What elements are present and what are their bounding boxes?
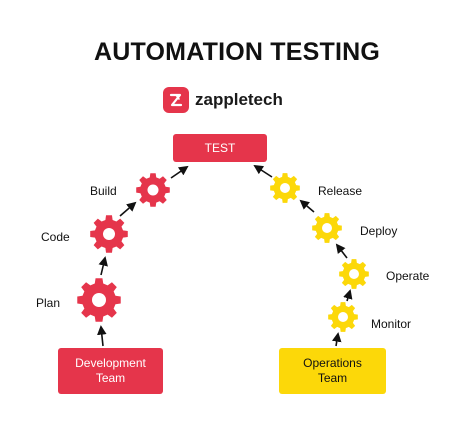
development-team-label: Development Team <box>75 356 146 385</box>
stage-label-deploy: Deploy <box>360 224 398 238</box>
release-gear-icon <box>270 173 300 203</box>
brand: zappletech <box>163 87 283 113</box>
arrow-build-to-test <box>170 165 189 179</box>
test-box: TEST <box>173 134 267 162</box>
arrow-operate-to-deploy <box>335 243 348 259</box>
stage-label-operate: Operate <box>386 269 430 283</box>
arrow-dev-to-plan <box>97 325 107 347</box>
development-team-box: Development Team <box>58 348 163 394</box>
stage-label-plan: Plan <box>36 296 61 310</box>
deploy-gear-icon <box>312 213 342 243</box>
build-gear-icon <box>136 173 170 207</box>
stage-label-code: Code <box>41 230 70 244</box>
arrow-ops-to-monitor <box>332 332 342 347</box>
arrow-code-to-build <box>119 201 137 217</box>
brand-name: zappletech <box>195 90 283 109</box>
diagram-title: AUTOMATION TESTING <box>94 38 380 66</box>
arrow-plan-to-code <box>98 256 108 276</box>
arrow-deploy-to-release <box>299 199 315 213</box>
stage-label-release: Release <box>318 184 363 198</box>
arrow-release-to-test <box>253 164 273 178</box>
operations-team-label: Operations Team <box>303 356 362 385</box>
plan-gear-icon <box>77 278 121 322</box>
zappletech-logo-icon <box>163 87 189 113</box>
operate-gear-icon <box>339 259 369 289</box>
arrow-monitor-to-operate <box>343 289 353 302</box>
monitor-gear-icon <box>328 302 358 332</box>
stage-label-build: Build <box>90 184 117 198</box>
operations-team-box: Operations Team <box>279 348 386 394</box>
code-gear-icon <box>90 215 128 253</box>
stage-label-monitor: Monitor <box>371 317 412 331</box>
